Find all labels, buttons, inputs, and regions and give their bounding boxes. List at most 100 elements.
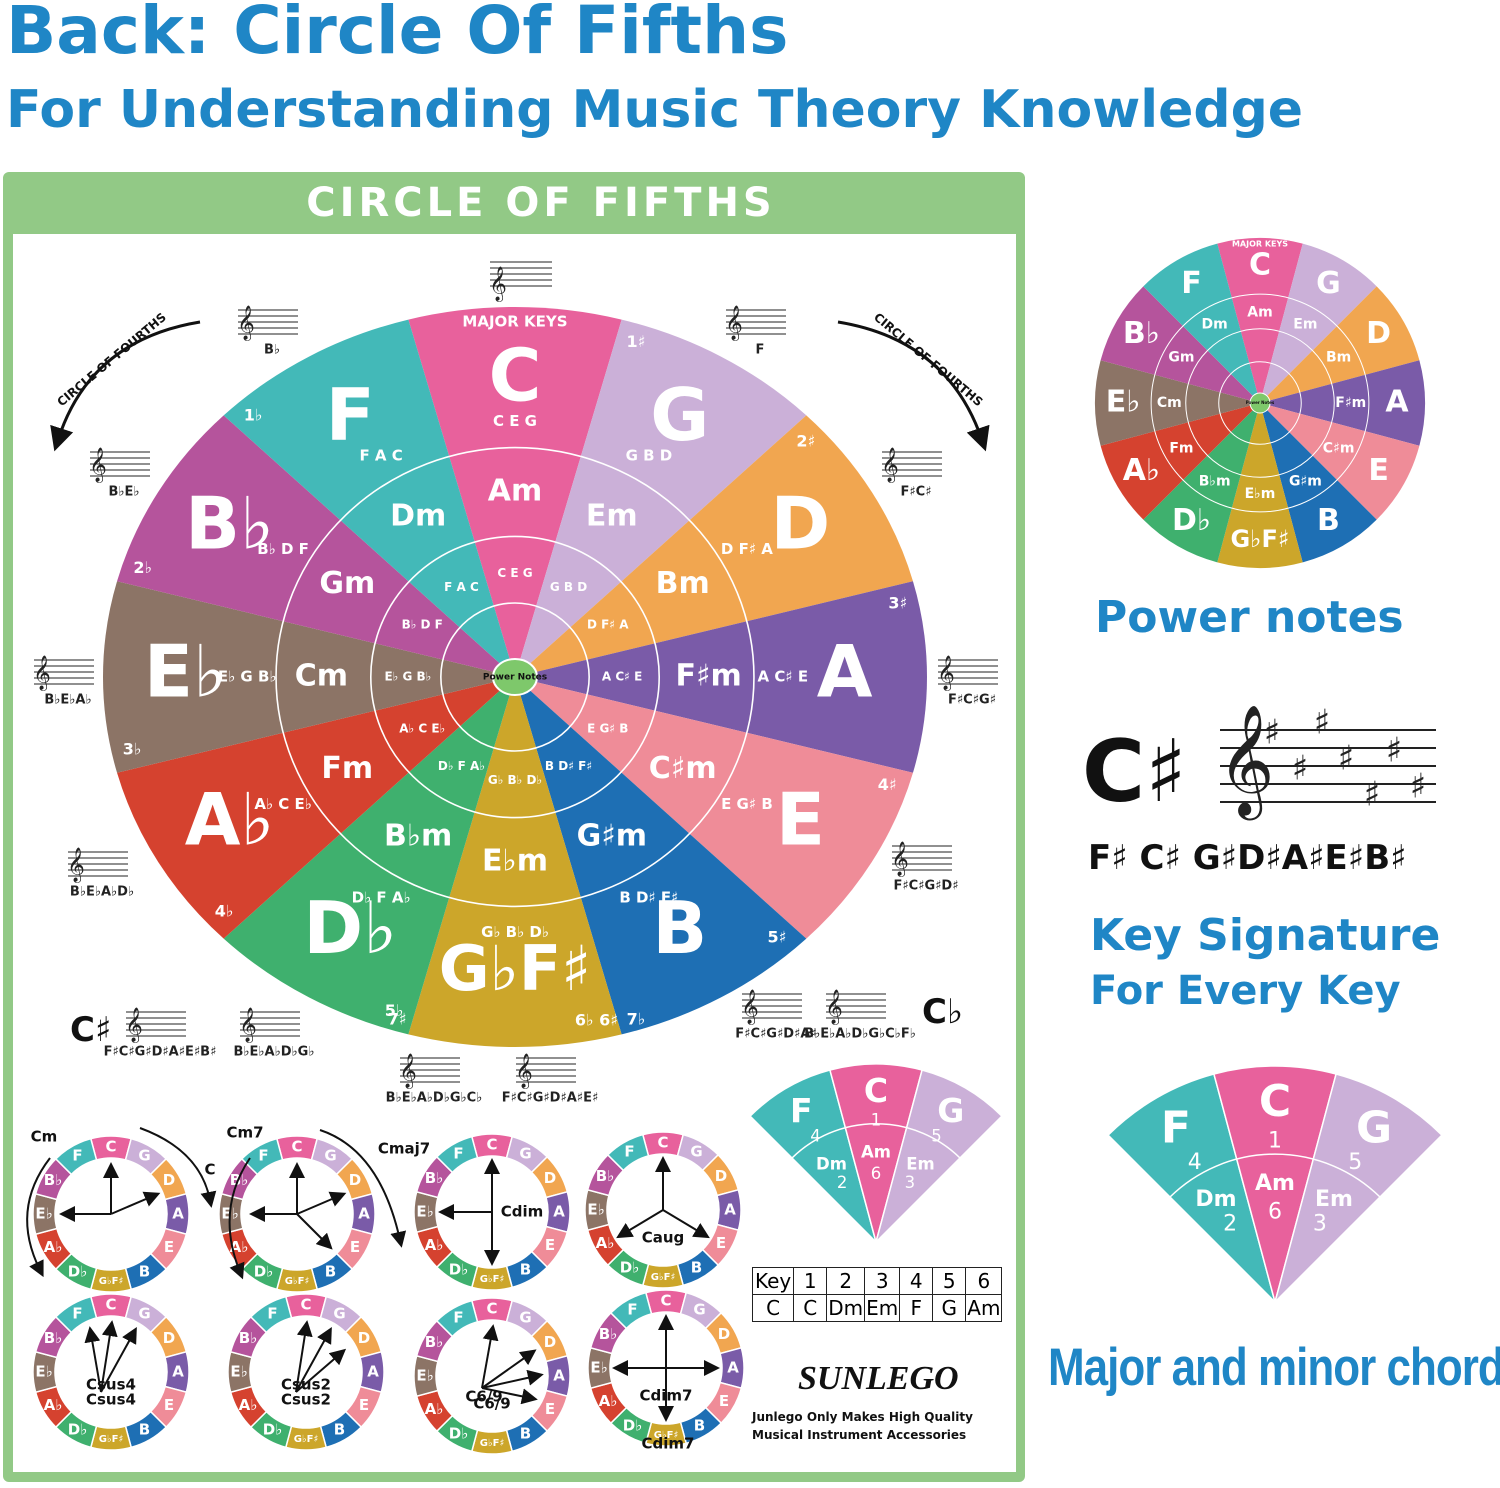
chord-wheel-note: G [138, 1146, 150, 1164]
treble-clef-icon: 𝄞 [1218, 703, 1275, 820]
chord-wheel-note: B♭ [425, 1169, 444, 1187]
fan-segment [749, 1069, 878, 1245]
fan-number-label: 6 [871, 1164, 882, 1183]
chord-wheel-note: G [693, 1300, 705, 1318]
chord-name-label: C [204, 1161, 215, 1179]
chord-wheel-note: F [72, 1304, 82, 1322]
poster-title: CIRCLE OF FIFTHS [306, 180, 776, 226]
major-key-label: B [652, 886, 707, 970]
signature-count-label: 1♭ [244, 405, 263, 424]
mini-wheel-segment [1143, 403, 1260, 563]
circle-of-fourths-label: CIRCLE OF FOURTHS [871, 310, 985, 409]
power-notes-center [492, 658, 538, 696]
fan-number-label: 4 [1188, 1150, 1202, 1175]
key-signature-label: F♯C♯ [900, 485, 931, 500]
mini-minor-label: E♭m [1245, 486, 1276, 502]
chord-wheel-note: A♭ [425, 1400, 444, 1418]
mini-minor-label: Gm [1168, 350, 1194, 366]
chord-notes-label: A♭ C E♭ [254, 795, 311, 813]
minor-key-label: B♭m [384, 819, 452, 854]
chord-wheel-note: A♭ [44, 1396, 63, 1414]
signature-count-label: 7♯ [388, 1010, 407, 1029]
mini-minor-label: Am [1247, 304, 1272, 320]
chord-wheel-note: E♭ [230, 1363, 247, 1381]
chord-wheel-note: G [519, 1308, 531, 1326]
key-table-cell: 1 [793, 1267, 828, 1295]
mini-minor-label: F♯m [1335, 395, 1366, 411]
fan-segment [1213, 1065, 1337, 1305]
fan-minor-label: Em [1315, 1187, 1353, 1212]
major-key-label: E♭ [144, 630, 227, 714]
mini-major-label: G♭F♯ [1230, 525, 1289, 553]
chord-notes-label: G B D [626, 446, 673, 464]
mini-minor-label: Fm [1169, 440, 1193, 456]
chord-wheel-note: A [358, 1205, 370, 1223]
chord-wheel-note: D [163, 1329, 175, 1347]
chord-wheel-note: A [727, 1359, 739, 1377]
chord-wheel-note: B [691, 1259, 702, 1277]
chord-wheel-note: G♭F♯ [654, 1430, 679, 1441]
wheel-segment [515, 415, 913, 677]
minor-key-label: Am [488, 474, 542, 509]
chord-arrow [295, 1348, 347, 1393]
chord-wheel-note: G♭F♯ [294, 1434, 319, 1445]
sharp-icon: ♯ [1264, 713, 1280, 753]
wheel-ring [369, 535, 660, 819]
major-key-label: G [650, 373, 709, 457]
fan-number-label: 3 [905, 1173, 916, 1192]
page-title: Back: Circle Of Fifths [6, 0, 789, 69]
wheel-segment [223, 319, 516, 677]
fan-minor-label: Dm [816, 1154, 847, 1173]
minor-key-label: Dm [390, 498, 446, 533]
c-flat-key-label: C♭ [922, 992, 963, 1032]
inner-notes-label: G♭ B♭ D♭ [488, 773, 542, 787]
circle-of-fourths-label: CIRCLE OF FOURTHS [54, 310, 168, 409]
chord-wheel-note: E [716, 1234, 726, 1252]
major-key-label: F [326, 373, 375, 457]
fan-number-label: 6 [1268, 1199, 1282, 1224]
chord-wheel-note: E [719, 1392, 729, 1410]
chord-name-label: Csus4 [86, 1376, 136, 1394]
sharp-icon: ♯ [1410, 767, 1426, 807]
chord-wheel-note: E♭ [35, 1205, 52, 1223]
chord-name-label: C6/9 [465, 1388, 502, 1406]
fan-minor-label: Dm [1195, 1187, 1236, 1212]
fan-number-label: 2 [1223, 1211, 1237, 1236]
key-signature-title: Key Signature [1090, 910, 1441, 961]
mini-major-label: D♭ [1172, 503, 1211, 538]
mini-center [1249, 392, 1271, 414]
fan-major-label: C [864, 1071, 888, 1110]
minor-key-label: Gm [319, 566, 375, 601]
key-signature-subtitle: For Every Key [1090, 968, 1401, 1014]
chord-wheel-note: F [453, 1144, 463, 1162]
treble-clef-icon: 𝄞 [489, 267, 507, 303]
mini-minor-label: Em [1293, 316, 1317, 332]
fan-number-label: 4 [810, 1127, 821, 1146]
chord-arrow [481, 1349, 537, 1389]
mini-minor-label: Cm [1157, 395, 1182, 411]
fourths-arrow-right [837, 320, 990, 452]
inner-notes-label: D♭ F A♭ [438, 759, 485, 773]
fan-minor-label: Am [861, 1143, 891, 1162]
chord-arrow [662, 1209, 710, 1239]
major-key-label: A [817, 630, 873, 714]
chord-wheel-note: D [718, 1325, 730, 1343]
chord-wheel-note: D♭ [449, 1261, 469, 1279]
key-signature-label: B♭E♭A♭ [44, 693, 91, 708]
chord-arrow [295, 1320, 313, 1393]
chord-wheel-note: C [486, 1300, 497, 1318]
minor-key-label: Fm [321, 751, 373, 786]
mini-wheel-segment [1100, 286, 1260, 403]
chord-wheel-center [436, 1320, 548, 1432]
mini-major-label: F [1181, 266, 1202, 301]
signature-count-label: 5♯ [767, 928, 786, 947]
key-signature-label: F♯C♯G♯D♯A♯E♯B♯ [104, 1045, 217, 1060]
chord-wheel-note: F [267, 1304, 277, 1322]
chord-wheel-note: G♭F♯ [480, 1274, 505, 1285]
chord-arrow [100, 1320, 118, 1393]
chord-arrow [296, 1213, 333, 1250]
mini-major-label: D [1366, 316, 1391, 351]
chord-wheel-note: F [258, 1146, 268, 1164]
chord-wheel-note: B [694, 1417, 705, 1435]
